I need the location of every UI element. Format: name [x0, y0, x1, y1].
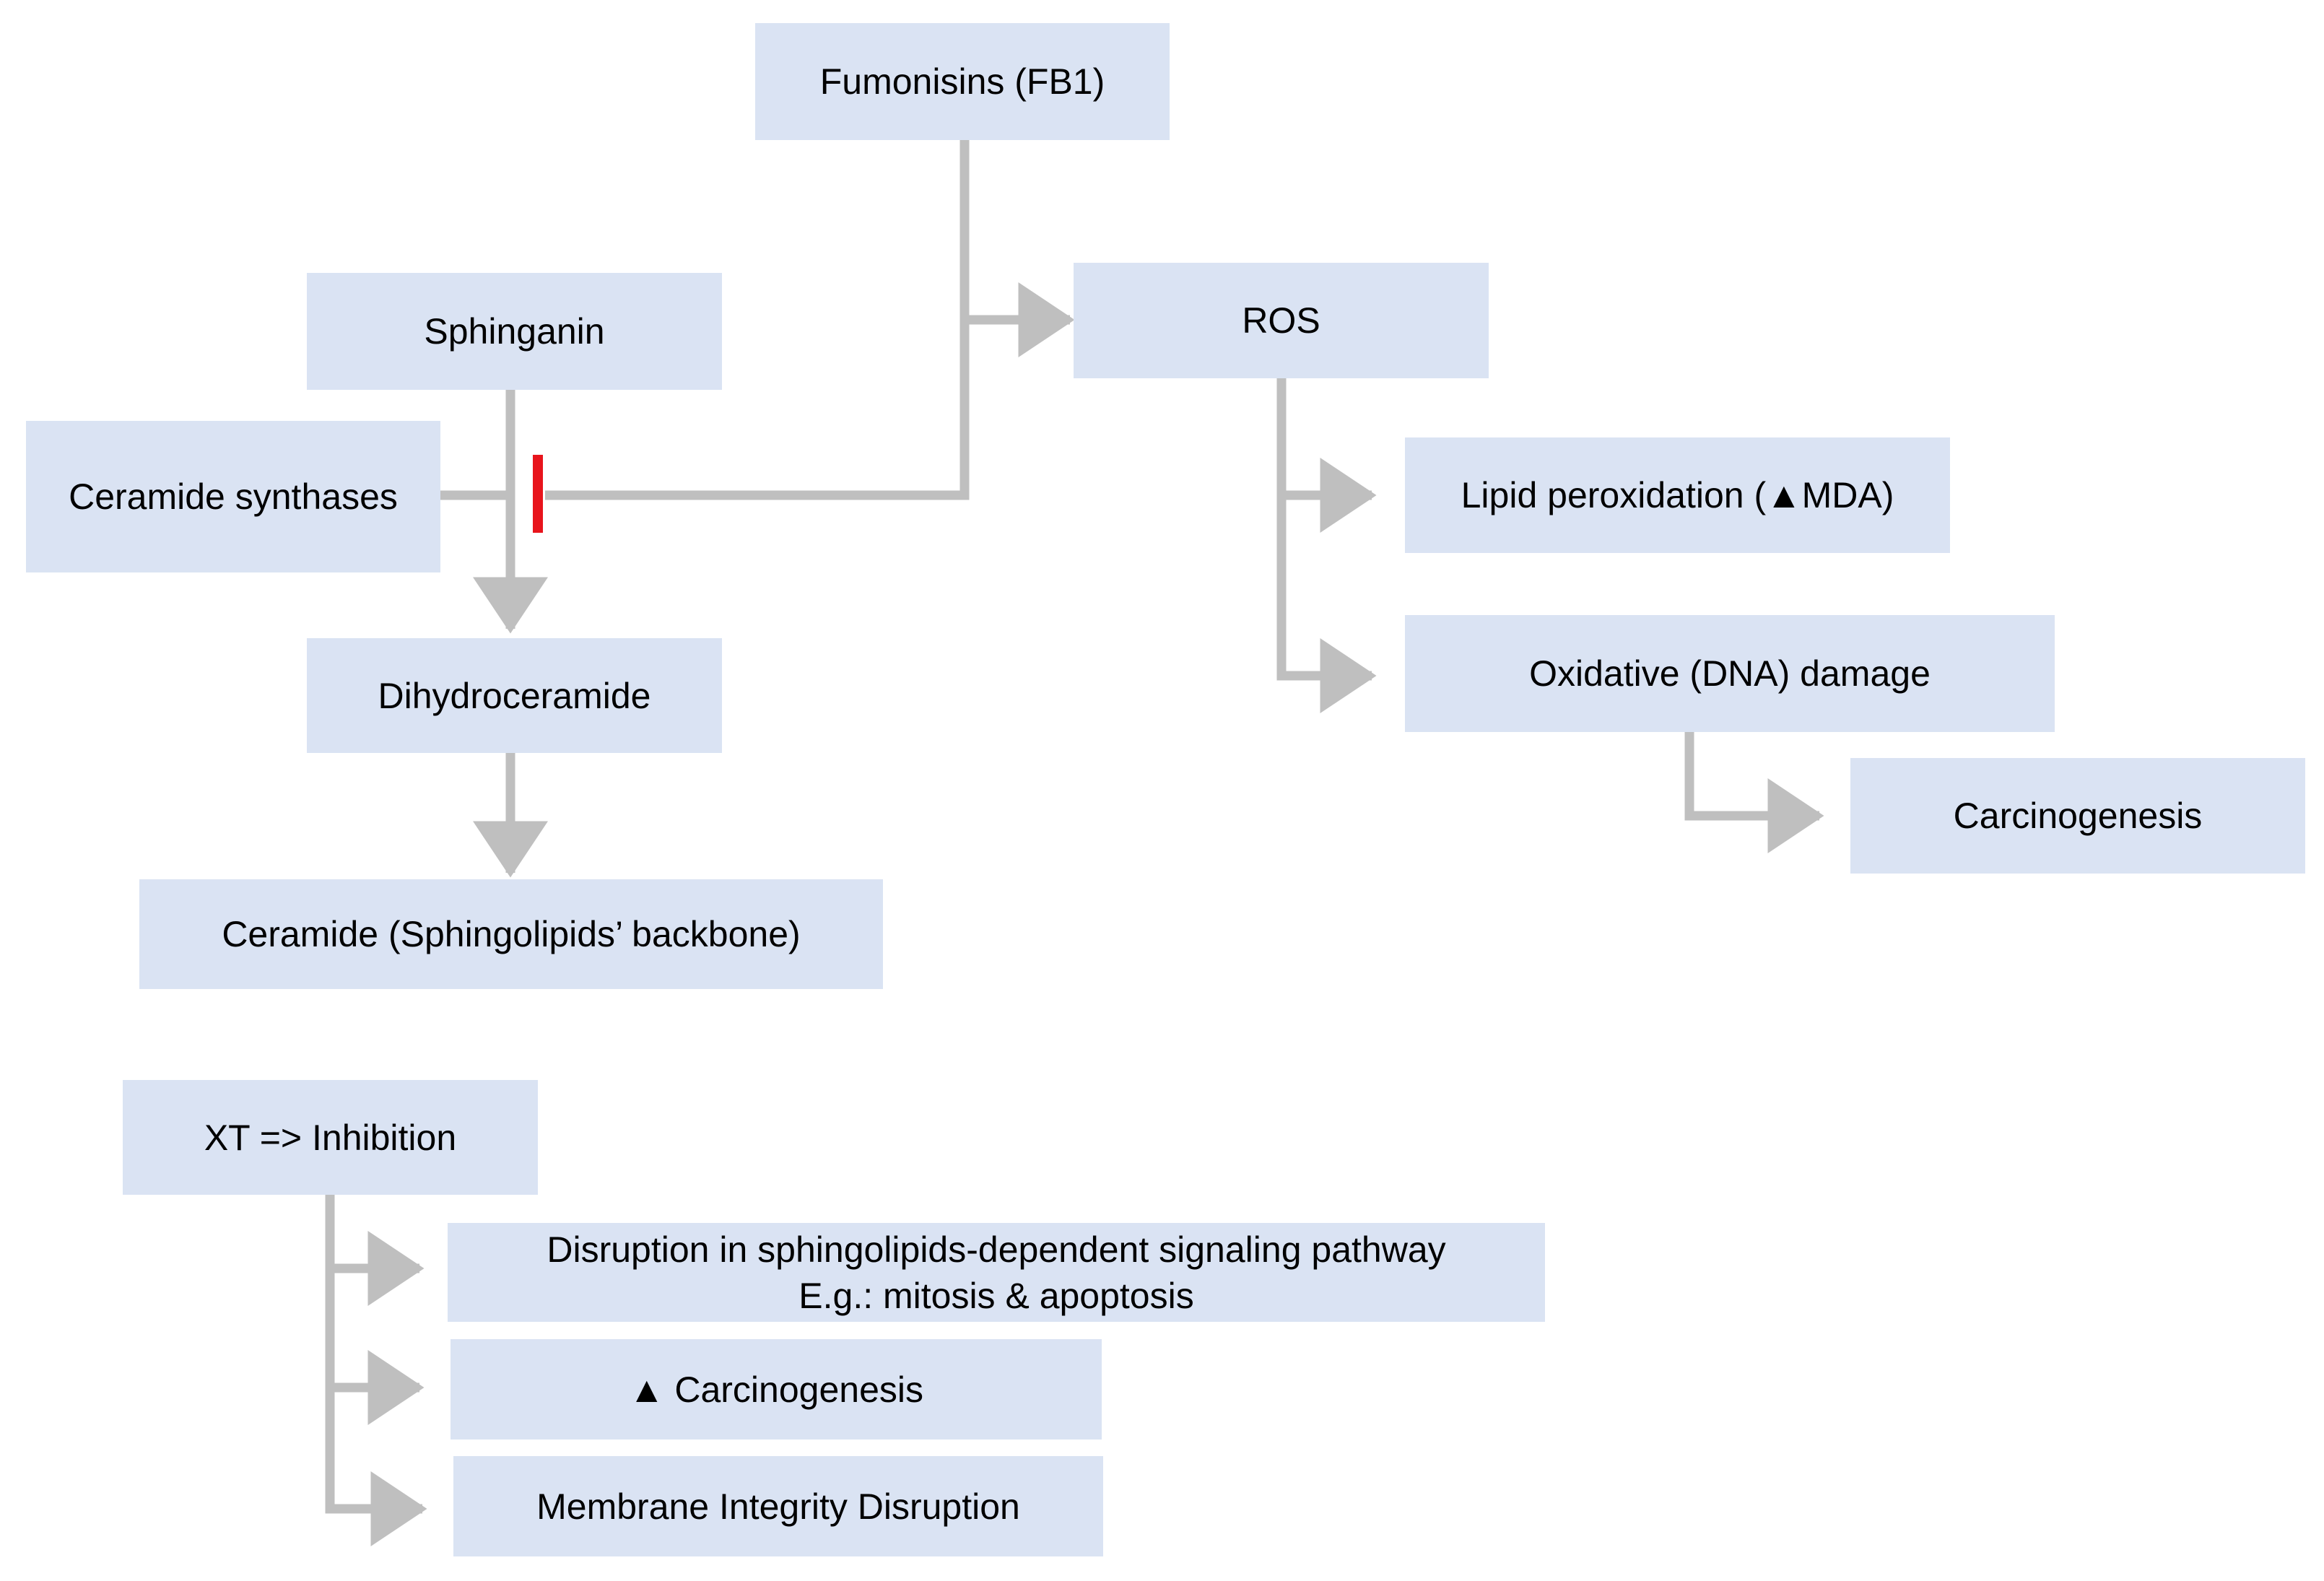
node-carcinogenesis-bottom: ▲ Carcinogenesis	[451, 1339, 1102, 1440]
node-ceramide-label: Ceramide (Sphingolipids’ backbone)	[222, 914, 801, 954]
node-xt-inhibition: XT => Inhibition	[123, 1080, 538, 1195]
connector-xt-trunk	[325, 1195, 427, 1546]
node-ros-label: ROS	[1242, 300, 1320, 341]
node-disruption-line2: E.g.: mitosis & apoptosis	[798, 1275, 1194, 1316]
node-disruption-line1: Disruption in sphingolipids-dependent si…	[547, 1229, 1446, 1270]
node-ceramide-synthases: Ceramide synthases	[26, 421, 440, 572]
node-fumonisins: Fumonisins (FB1)	[755, 23, 1170, 140]
node-fumonisins-label: Fumonisins (FB1)	[819, 61, 1105, 102]
node-lipid-peroxidation-label: Lipid peroxidation (▲MDA)	[1461, 475, 1894, 515]
node-disruption: Disruption in sphingolipids-dependent si…	[448, 1223, 1545, 1322]
node-oxidative-damage: Oxidative (DNA) damage	[1405, 615, 2055, 732]
node-ceramide: Ceramide (Sphingolipids’ backbone)	[139, 879, 883, 989]
node-sphinganin: Sphinganin	[307, 273, 722, 390]
node-carcinogenesis-top: Carcinogenesis	[1850, 758, 2305, 874]
node-sphinganin-label: Sphinganin	[424, 311, 605, 352]
node-carcinogenesis-bottom-label: ▲ Carcinogenesis	[628, 1369, 923, 1410]
node-oxidative-damage-label: Oxidative (DNA) damage	[1529, 653, 1931, 694]
connector-ros-trunk	[1276, 378, 1377, 713]
node-carcinogenesis-top-label: Carcinogenesis	[1953, 796, 2203, 836]
node-dihydroceramide: Dihydroceramide	[307, 638, 722, 753]
node-dihydroceramide-label: Dihydroceramide	[378, 675, 651, 716]
node-membrane: Membrane Integrity Disruption	[453, 1456, 1103, 1556]
node-ros: ROS	[1074, 263, 1489, 378]
node-xt-inhibition-label: XT => Inhibition	[204, 1117, 457, 1158]
node-membrane-label: Membrane Integrity Disruption	[536, 1486, 1020, 1527]
connector-fumonisins-trunk	[545, 140, 970, 500]
connector-oxidative-to-carcinogenesis	[1684, 729, 1824, 853]
node-lipid-peroxidation: Lipid peroxidation (▲MDA)	[1405, 437, 1950, 553]
node-ceramide-synthases-label: Ceramide synthases	[69, 476, 398, 517]
